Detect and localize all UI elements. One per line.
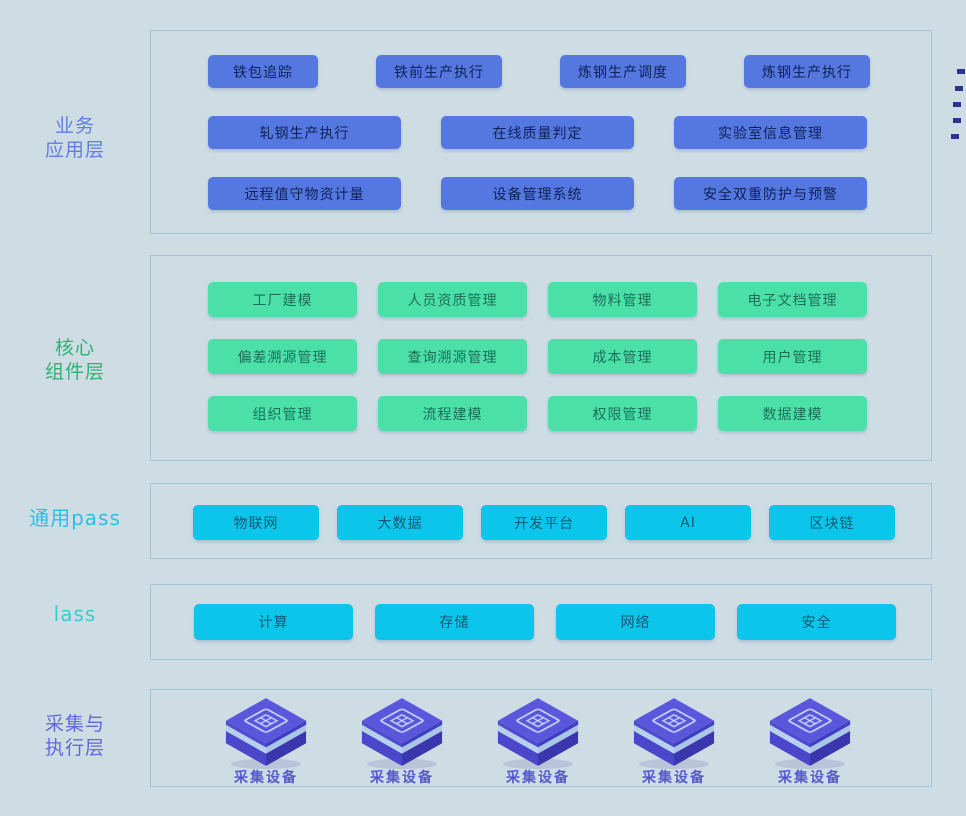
module-button[interactable]: 铁包追踪 [208, 55, 318, 88]
layer-label-line: 执行层 [44, 737, 105, 759]
panel-business-application-layer: 铁包追踪 铁前生产执行 炼钢生产调度 炼钢生产执行轧钢生产执行 在线质量判定 实验室信息管… [150, 30, 932, 234]
module-button[interactable]: AI [625, 505, 751, 540]
module-button[interactable]: 炼钢生产执行 [744, 55, 870, 88]
module-button[interactable]: 网络 [556, 604, 715, 640]
module-button[interactable]: 炼钢生产调度 [560, 55, 686, 88]
module-button[interactable]: 物联网 [193, 505, 319, 540]
module-button-row: 铁包追踪 铁前生产执行 炼钢生产调度 炼钢生产执行 [208, 55, 931, 88]
module-button[interactable]: 设备管理系统 [441, 177, 634, 210]
right-edge-dash-icon [953, 102, 961, 107]
module-button[interactable]: 偏差溯源管理 [208, 339, 357, 374]
module-button[interactable]: 成本管理 [548, 339, 697, 374]
layer-label-line: 业务 [54, 115, 95, 137]
device-label: 采集设备 [370, 770, 434, 786]
module-button-row: 工厂建模人员资质管理物料管理电子文档管理 [208, 282, 931, 317]
device-cube-icon [225, 698, 307, 769]
layer-label-line: 组件层 [44, 361, 105, 383]
panel-iaas-layer: 计算存储网络安全 [150, 584, 932, 660]
layer-label-lass: lass [0, 602, 150, 626]
layer-label-line: 通用pass [29, 506, 121, 530]
layer-label-devices: 采集与执行层 [0, 712, 150, 760]
module-button[interactable]: 铁前生产执行 [376, 55, 502, 88]
right-edge-dash-icon [953, 118, 961, 123]
module-button[interactable]: 数据建模 [718, 396, 867, 431]
module-button[interactable]: 工厂建模 [208, 282, 357, 317]
right-edge-dash-icon [957, 69, 965, 74]
module-button[interactable]: 物料管理 [548, 282, 697, 317]
layer-label-line: 采集与 [44, 713, 105, 735]
module-button-row: 组织管理流程建模权限管理数据建模 [208, 396, 931, 431]
layer-label-line: lass [53, 602, 97, 626]
capture-device: 采集设备 [614, 695, 734, 787]
capture-device: 采集设备 [750, 695, 870, 787]
module-button[interactable]: 组织管理 [208, 396, 357, 431]
right-edge-dash-icon [951, 134, 959, 139]
right-edge-dash-icon [955, 86, 963, 91]
layer-label-line: 核心 [54, 337, 95, 359]
capture-device: 采集设备 [478, 695, 598, 787]
capture-device: 采集设备 [206, 695, 326, 787]
module-button[interactable]: 安全 [737, 604, 896, 640]
module-button-row: 物联网大数据开发平台 AI 区块链 [193, 505, 931, 540]
module-button-row: 轧钢生产执行 在线质量判定 实验室信息管理 [208, 116, 931, 149]
device-cube-icon [769, 698, 851, 769]
capture-device: 采集设备 [342, 695, 462, 787]
module-button-row: 计算存储网络安全 [194, 604, 931, 640]
module-button[interactable]: 权限管理 [548, 396, 697, 431]
module-button[interactable]: 实验室信息管理 [674, 116, 867, 149]
panel-collection-execution-layer: 采集设备 采集设备 [150, 689, 932, 787]
layer-label-line: 应用层 [44, 139, 105, 161]
layer-label-pass: 通用pass [0, 506, 150, 530]
device-cube-icon [497, 698, 579, 769]
module-button[interactable]: 在线质量判定 [441, 116, 634, 149]
panel-generic-paas-layer: 物联网大数据开发平台 AI 区块链 [150, 483, 932, 559]
module-button-row: 偏差溯源管理查询溯源管理成本管理用户管理 [208, 339, 931, 374]
device-label: 采集设备 [778, 770, 842, 786]
layer-label-core: 核心组件层 [0, 336, 150, 384]
device-label: 采集设备 [642, 770, 706, 786]
module-button[interactable]: 大数据 [337, 505, 463, 540]
device-cube-icon [633, 698, 715, 769]
module-button[interactable]: 区块链 [769, 505, 895, 540]
module-button[interactable]: 查询溯源管理 [378, 339, 527, 374]
module-button[interactable]: 人员资质管理 [378, 282, 527, 317]
module-button[interactable]: 电子文档管理 [718, 282, 867, 317]
module-button[interactable]: 存储 [375, 604, 534, 640]
panel-core-component-layer: 工厂建模人员资质管理物料管理电子文档管理偏差溯源管理查询溯源管理成本管理用户管理… [150, 255, 932, 461]
layer-label-business: 业务应用层 [0, 114, 150, 162]
module-button[interactable]: 开发平台 [481, 505, 607, 540]
module-button[interactable]: 计算 [194, 604, 353, 640]
module-button[interactable]: 用户管理 [718, 339, 867, 374]
device-label: 采集设备 [506, 770, 570, 786]
module-button[interactable]: 安全双重防护与预警 [674, 177, 867, 210]
device-label: 采集设备 [234, 770, 298, 786]
module-button[interactable]: 轧钢生产执行 [208, 116, 401, 149]
module-button-row: 远程值守物资计量 设备管理系统 安全双重防护与预警 [208, 177, 931, 210]
module-button[interactable]: 流程建模 [378, 396, 527, 431]
device-cube-icon [361, 698, 443, 769]
module-button[interactable]: 远程值守物资计量 [208, 177, 401, 210]
